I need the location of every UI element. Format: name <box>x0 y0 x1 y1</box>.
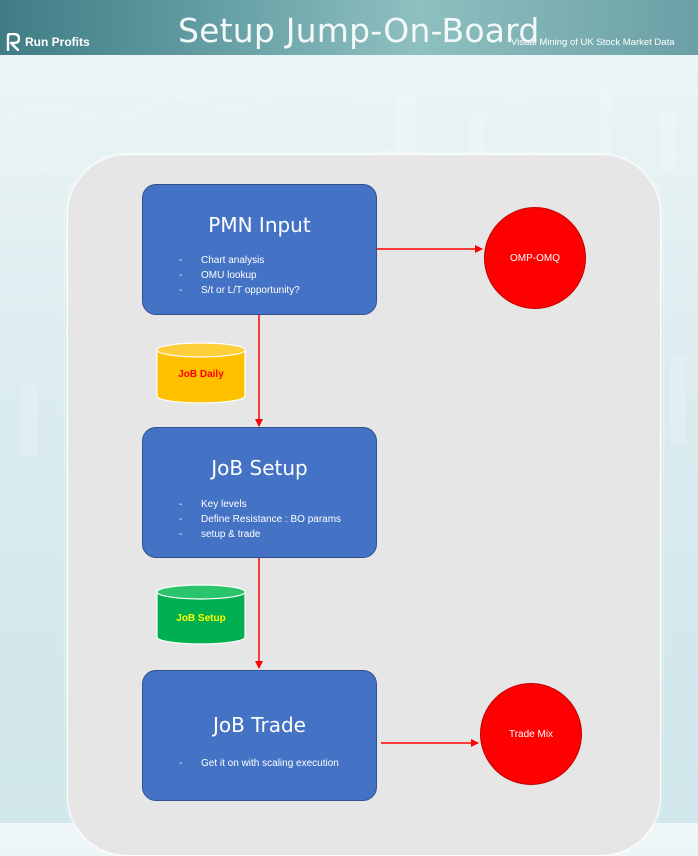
logo: Run Profits <box>6 32 90 52</box>
box-title-job-trade: JoB Trade <box>213 713 306 737</box>
box-job-trade: JoB Trade -Get it on with scaling execut… <box>142 670 377 801</box>
list-item: -setup & trade <box>179 529 261 540</box>
circle-omp-omq: OMP-OMQ <box>484 207 586 309</box>
box-job-setup: JoB Setup -Key levels -Define Resistance… <box>142 427 377 558</box>
box-title-pmn-input: PMN Input <box>208 213 311 237</box>
page-title: Setup Jump-On-Board <box>178 11 540 50</box>
box-pmn-input: PMN Input -Chart analysis -OMU lookup -S… <box>142 184 377 315</box>
bullet-list-job-trade: -Get it on with scaling execution <box>179 756 339 771</box>
circle-trade-mix: Trade Mix <box>480 683 582 785</box>
bullet-list-job-setup: -Key levels -Define Resistance : BO para… <box>179 497 341 542</box>
database-label-job-setup: JoB Setup <box>176 613 226 624</box>
list-item: -S/t or L/T opportunity? <box>179 285 300 296</box>
list-item: -Key levels <box>179 499 247 510</box>
run-profits-logo-icon <box>6 33 20 51</box>
list-item: -Chart analysis <box>179 255 265 266</box>
list-item: -OMU lookup <box>179 270 257 281</box>
list-item: -Define Resistance : BO params <box>179 514 342 525</box>
box-title-job-setup: JoB Setup <box>211 456 308 480</box>
page-subtitle: Visual Mining of UK Stock Market Data <box>511 37 675 48</box>
header-banner: Run Profits Setup Jump-On-Board Visual M… <box>0 0 698 55</box>
list-item: -Get it on with scaling execution <box>179 758 339 769</box>
flow-arrows <box>156 245 483 747</box>
bullet-list-pmn-input: -Chart analysis -OMU lookup -S/t or L/T … <box>179 253 300 298</box>
logo-text: Run Profits <box>25 35 90 49</box>
database-label-job-daily: JoB Daily <box>178 369 224 380</box>
database-job-daily-icon <box>156 342 246 404</box>
database-job-setup-icon <box>156 584 246 645</box>
